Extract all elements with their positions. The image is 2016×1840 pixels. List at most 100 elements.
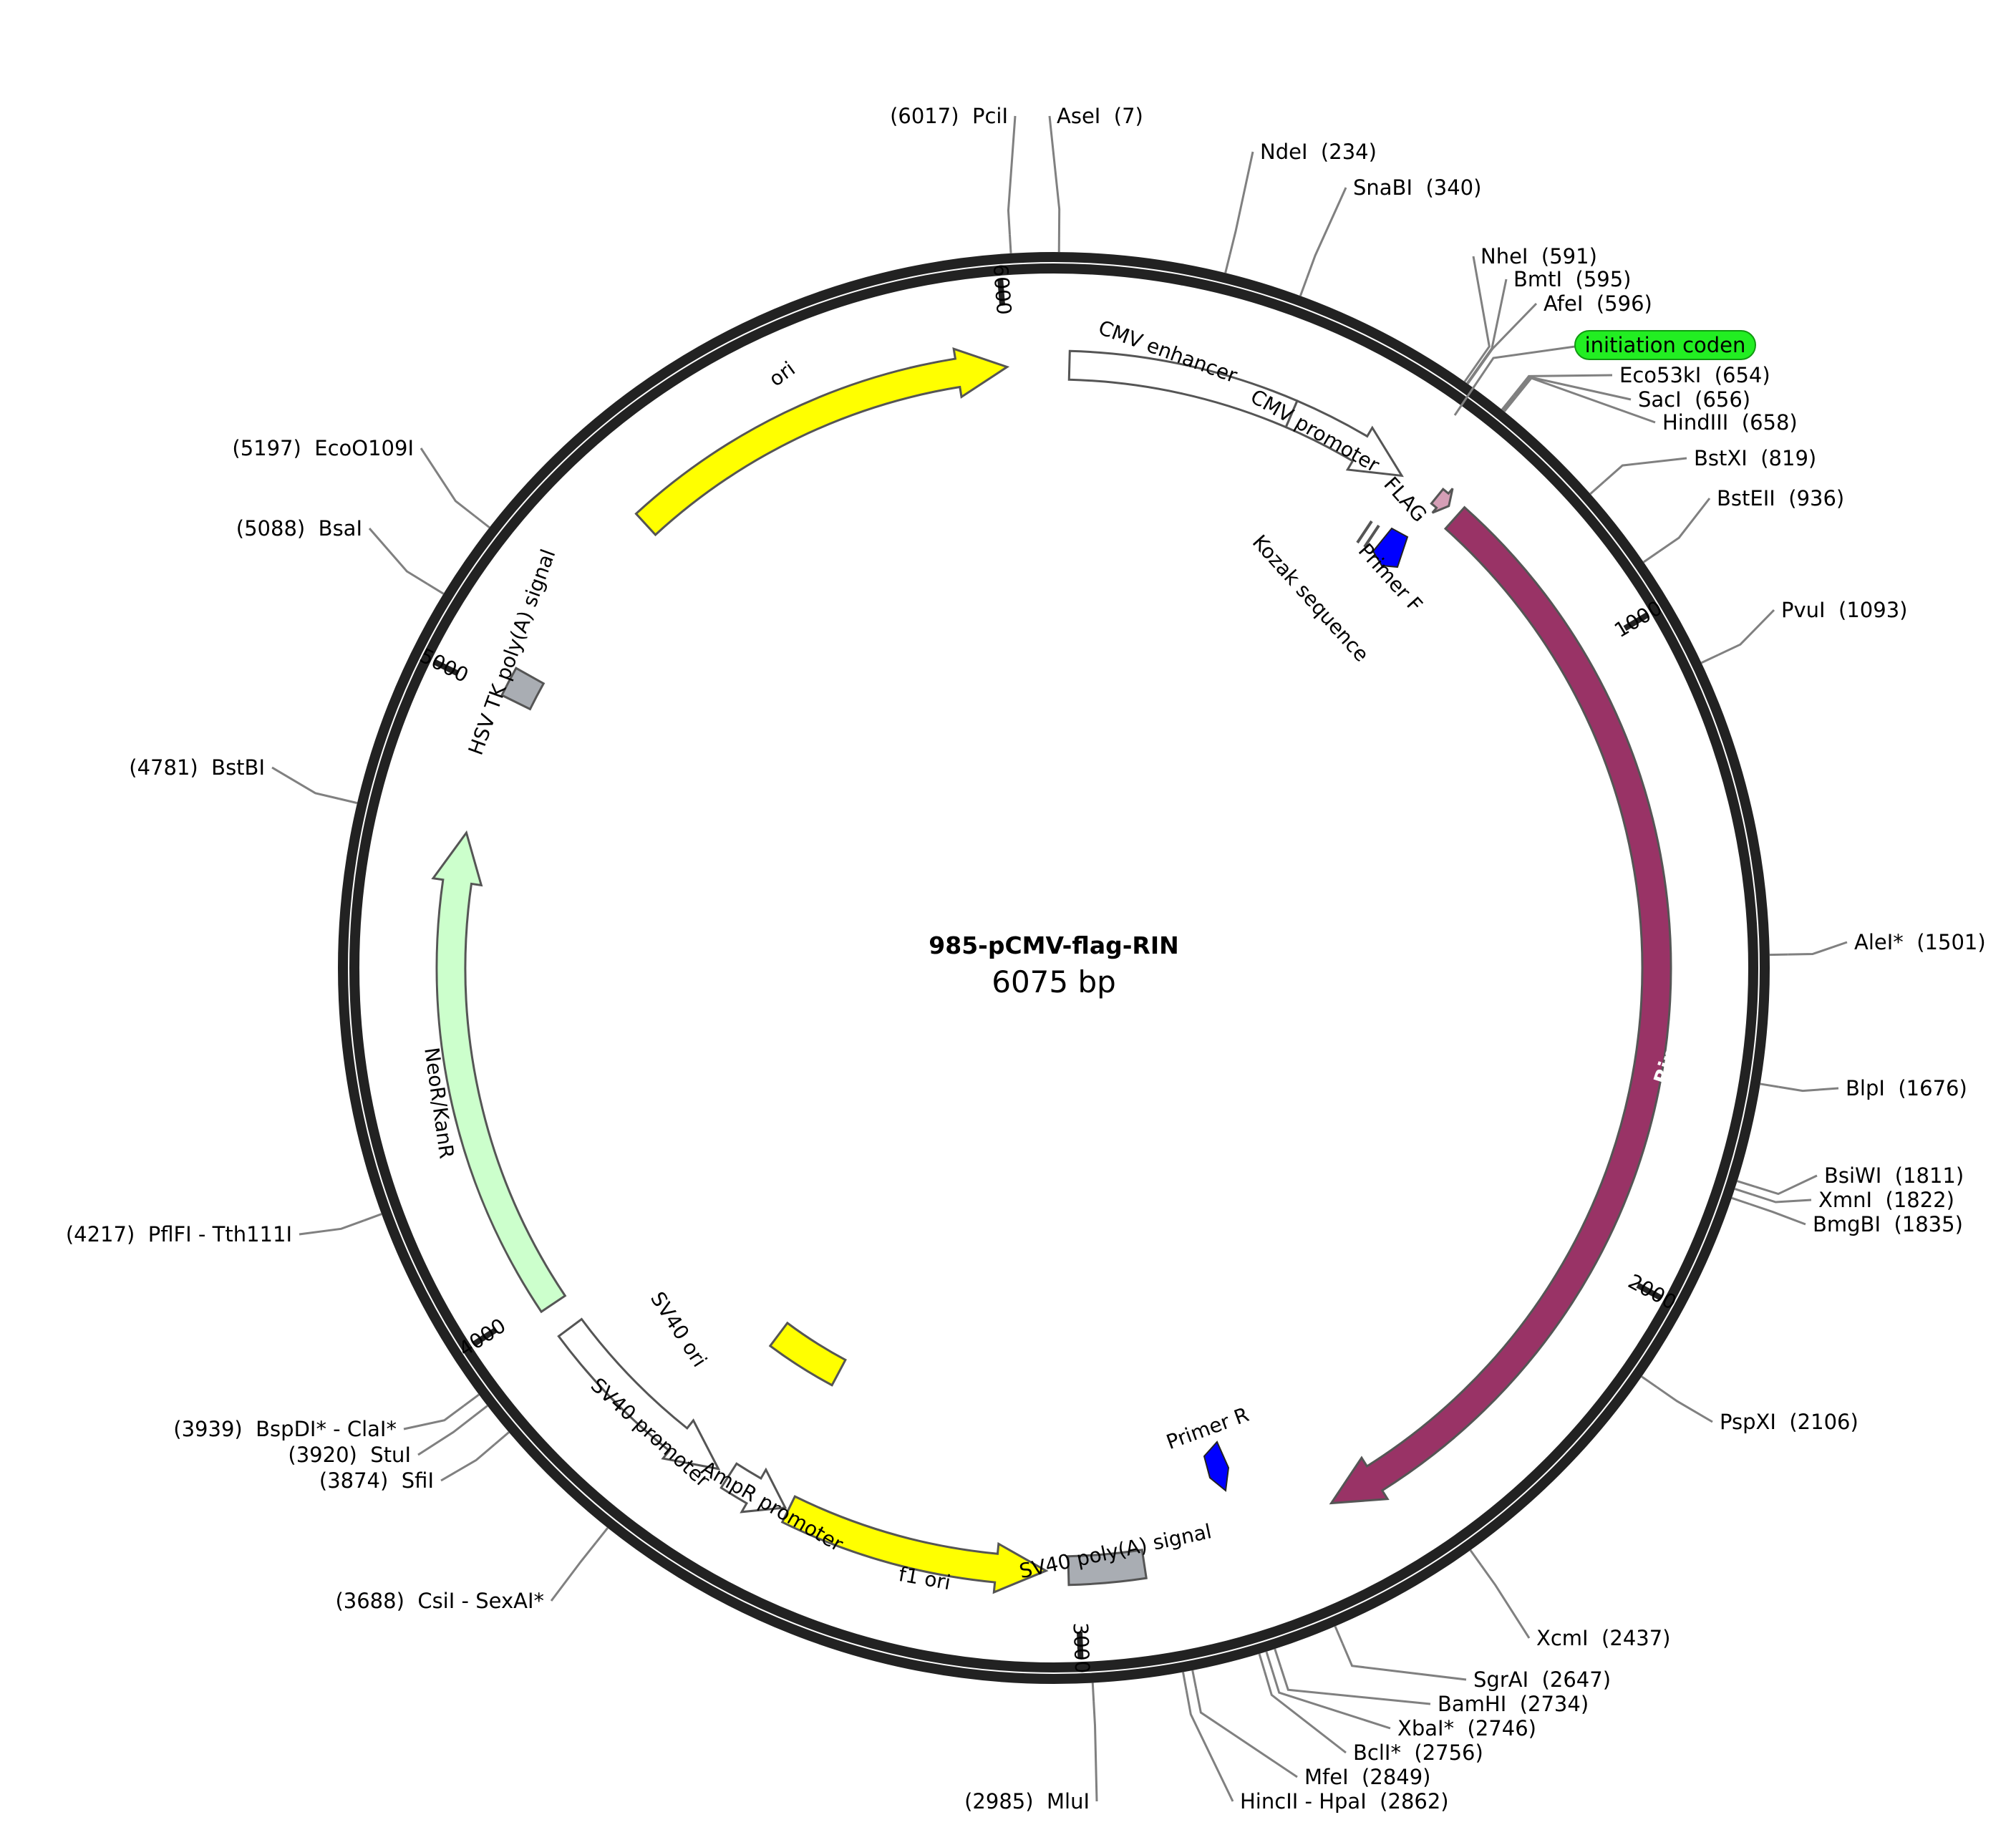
site-BsiWI: BsiWI (1811) [1755,1163,1964,1196]
site-leader-StuI [417,1416,474,1456]
site-label-part: - [1298,1789,1319,1814]
plasmid-name: 985-pCMV-flag-RIN [929,931,1178,959]
site-label-part: (5197) [232,436,314,460]
site-BmgBI: BmgBI (1835) [1749,1203,1963,1236]
site-label-NheI: NheI (591) [1480,244,1597,268]
feature-rin [1329,505,1672,1505]
site-label-PspXI: PspXI (2106) [1720,1410,1858,1434]
cut-mark-MluI [1091,1682,1095,1702]
site-label-part: BsiWI [1824,1163,1881,1188]
site-label-AfeI: AfeI (596) [1544,291,1652,316]
plasmid-size: 6075 bp [992,964,1116,999]
tick-label-3000: 3000 [1068,1622,1094,1674]
site-label-part: PciI [972,104,1008,128]
cut-mark-BstBI [339,798,358,805]
site-EcoO109I: (5197) EcoO109I [232,436,476,517]
site-label-EcoO109I: (5197) EcoO109I [232,436,414,460]
site-label-BspDI-ClaI: (3939) BspDI* - ClaI* [173,1417,397,1441]
cut-mark-Eco53kI [1501,394,1515,411]
site-BamHI: BamHI (2734) [1279,1666,1589,1716]
site-label-BstBI: (4781) BstBI [129,755,265,780]
site-label-AseI: AseI (7) [1057,104,1143,128]
site-label-part: (3920) [288,1443,370,1467]
cut-mark-PciI [1008,234,1012,253]
site-leader-HincII-HpaI [1185,1690,1234,1802]
site-leader-PflFI-Tth111I [299,1219,365,1236]
site-label-BsiWI: BsiWI (1811) [1824,1163,1964,1188]
tick-label-2000: 2000 [1624,1269,1680,1314]
tick-4000 [472,1327,498,1347]
cut-mark-BamHI [1274,1648,1282,1667]
site-label-SacI: SacI (656) [1638,387,1750,412]
feature-flag [1430,488,1454,514]
feature-hsv-tk-polya [500,667,546,711]
site-label-part: AleI* [1854,930,1904,954]
site-leader-Eco53kI [1513,374,1613,396]
cut-mark-BsaI [427,583,445,595]
site-label-BmtI: BmtI (595) [1513,267,1632,291]
site-label-part: (2734) [1506,1692,1589,1716]
site-label-part: BamHI [1438,1692,1506,1716]
site-label-BamHI: BamHI (2734) [1438,1692,1589,1716]
site-label-part: (936) [1775,486,1844,510]
site-label-part: Tth111I [212,1222,292,1246]
cut-mark-HindIII [1503,396,1517,412]
plasmid-backbone [338,252,1770,1684]
site-label-part: (1822) [1872,1188,1954,1212]
site-leader-PvuI [1717,609,1775,657]
site-label-part: (2849) [1349,1765,1431,1789]
site-label-part: BstBI [211,755,265,780]
cut-mark-XcmI [1469,1549,1483,1567]
site-label-part: (1676) [1885,1076,1967,1100]
site-label-BclI: BclI* (2756) [1353,1740,1483,1765]
site-label-part: (3874) [319,1468,402,1493]
site-label-part: PspXI [1720,1410,1776,1434]
site-SgrAI: SgrAI (2647) [1341,1642,1611,1692]
site-label-part: (340) [1412,175,1481,200]
site-leader-BstBI [271,766,339,800]
site-label-NdeI: NdeI (234) [1260,140,1377,164]
site-label-part: BspDI* [256,1417,326,1441]
site-label-part: - [192,1222,213,1246]
cut-mark-PflFI-Tth111I [363,1213,382,1222]
site-leader-SacI [1513,376,1632,401]
feature-ori [634,347,1010,537]
site-leader-AseI [1048,115,1061,234]
site-leader-BamHI [1279,1666,1431,1705]
site-label-part: (1093) [1826,598,1908,622]
site-label-part: HpaI [1319,1789,1367,1814]
feature-primer-f [1372,527,1409,568]
initiation-badge-bg [1574,330,1756,360]
site-leader-AleI [1788,941,1848,956]
cut-mark-HincII-HpaI [1182,1672,1188,1691]
site-HincII-HpaI: HincII - HpaI (2862) [1185,1690,1449,1814]
site-leader-SnaBI [1305,187,1347,279]
site-SfiI: (3874) SfiI [319,1443,495,1493]
site-label-part: (658) [1728,410,1797,435]
site-label-PflFI-Tth111I: (4217) PflFI - Tth111I [66,1222,292,1246]
site-label-BlpI: BlpI (1676) [1846,1076,1967,1100]
site-label-XcmI: XcmI (2437) [1536,1626,1671,1650]
site-label-part: (4217) [66,1222,148,1246]
feature-label-ori: ori [765,357,800,391]
site-AfeI: AfeI (596) [1477,291,1652,369]
tick-label-6000: 6000 [989,263,1016,316]
site-CsiI-SexAI: (3688) CsiI - SexAI* [335,1541,597,1613]
site-leader-XbaI [1271,1669,1391,1730]
site-AseI: AseI (7) [1048,104,1143,234]
site-label-part: StuI [370,1443,411,1467]
site-leader-BsiWI [1755,1174,1818,1196]
site-label-part: BsaI [319,516,362,541]
site-leader-BstEII [1658,498,1711,553]
cut-mark-EcoO109I [474,515,490,528]
cut-mark-StuI [472,1405,488,1418]
cut-mark-BstXI [1589,480,1605,495]
site-PvuI: PvuI (1093) [1717,598,1908,657]
site-leader-PspXI [1656,1386,1713,1423]
initiation-leader [1453,345,1576,416]
feature-label-ampr-promoter: AmpR promoter [697,1456,848,1556]
site-label-part: AseI [1057,104,1100,128]
site-BstXI: BstXI (819) [1603,446,1816,483]
cut-mark-SnaBI [1299,278,1308,296]
